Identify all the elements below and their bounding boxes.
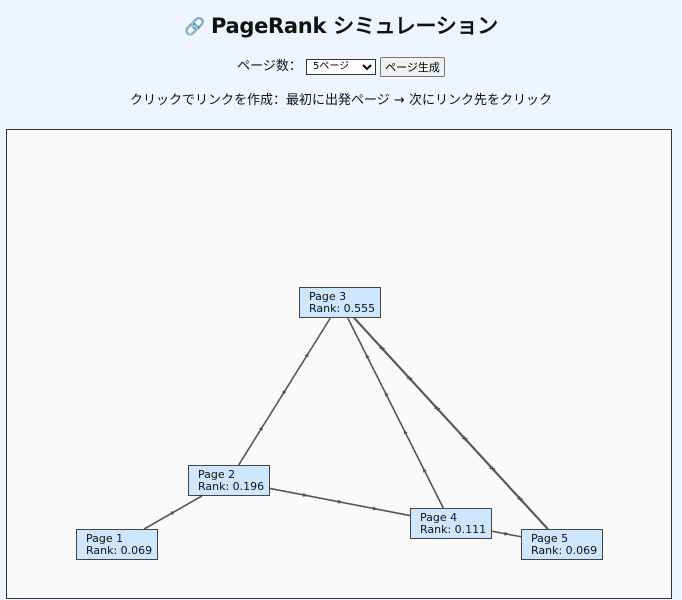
page-count-select[interactable]: 5ページ bbox=[305, 58, 376, 75]
page-node-4[interactable]: Page 4 Rank: 0.111 bbox=[410, 508, 492, 539]
page-rank: Rank: 0.111 bbox=[420, 523, 487, 536]
link-arrow-marker bbox=[302, 492, 308, 497]
link-arrow-marker bbox=[281, 388, 287, 395]
generate-pages-button[interactable]: ページ生成 bbox=[380, 56, 445, 77]
link-arrow-marker bbox=[434, 405, 439, 411]
page-label: Page 3 bbox=[309, 290, 347, 303]
link-arrow-marker bbox=[365, 353, 370, 359]
link-arrow-marker bbox=[489, 465, 495, 471]
title-text: PageRank シミュレーション bbox=[210, 14, 498, 38]
link-4-to-3 bbox=[347, 317, 444, 509]
link-3-to-5 bbox=[353, 317, 549, 530]
link-arrow-marker bbox=[516, 496, 522, 502]
link-arrow-marker bbox=[337, 499, 343, 504]
link-arrow-marker bbox=[372, 506, 378, 511]
links-layer bbox=[143, 317, 549, 538]
page-rank: Rank: 0.069 bbox=[86, 544, 153, 557]
page-node-3[interactable]: Page 3 Rank: 0.555 bbox=[299, 287, 381, 318]
instructions-text: クリックでリンクを作成：最初に出発ページ → 次にリンク先をクリック bbox=[130, 93, 552, 108]
link-arrow-marker bbox=[403, 429, 408, 435]
link-arrow-marker bbox=[170, 511, 176, 516]
page-rank: Rank: 0.196 bbox=[198, 480, 265, 493]
link-icon: 🔗 bbox=[184, 17, 205, 37]
controls-bar: ページ数： 5ページ ページ生成 bbox=[0, 55, 682, 77]
page-rank: Rank: 0.069 bbox=[531, 544, 598, 557]
page-node-5[interactable]: Page 5 Rank: 0.069 bbox=[521, 529, 603, 560]
page-label: Page 5 bbox=[531, 532, 569, 545]
link-arrow-marker bbox=[422, 467, 427, 473]
page-label: Page 1 bbox=[86, 532, 124, 545]
link-arrow-marker bbox=[384, 391, 389, 397]
page-label: Page 2 bbox=[198, 468, 236, 481]
page-title: 🔗PageRank シミュレーション bbox=[0, 10, 682, 40]
page-rank: Rank: 0.555 bbox=[309, 302, 376, 315]
page-node-1[interactable]: Page 1 Rank: 0.069 bbox=[76, 529, 158, 560]
page-count-label: ページ数： bbox=[237, 59, 302, 74]
link-arrow-marker bbox=[406, 375, 412, 381]
page-node-2[interactable]: Page 2 Rank: 0.196 bbox=[188, 465, 270, 496]
page-label: Page 4 bbox=[420, 511, 458, 524]
link-arrow-marker bbox=[504, 531, 510, 536]
link-arrow-marker bbox=[461, 435, 467, 441]
graph-canvas[interactable]: Page 1 Rank: 0.069 Page 2 Rank: 0.196 Pa… bbox=[6, 129, 672, 599]
link-arrow-marker bbox=[378, 345, 384, 351]
link-arrow-marker bbox=[258, 425, 264, 432]
link-arrow-marker bbox=[304, 352, 310, 358]
